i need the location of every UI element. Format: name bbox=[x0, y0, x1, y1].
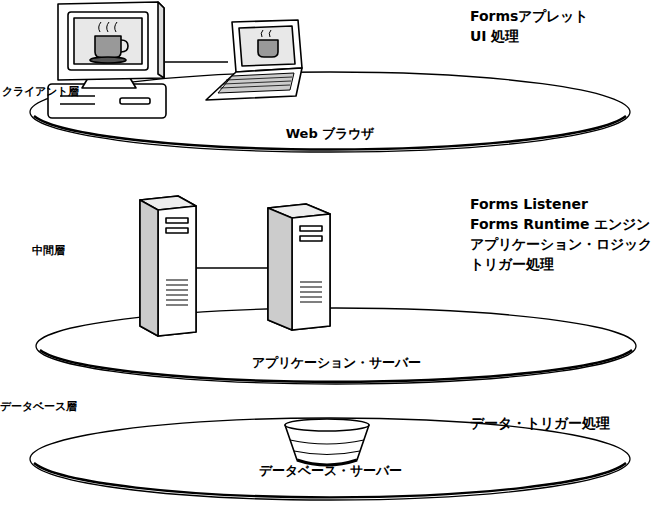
tier-label: クライアント層 bbox=[2, 84, 79, 99]
server-tower bbox=[268, 204, 330, 330]
database-symbol bbox=[285, 419, 369, 465]
component-label: データ・トリガー処理 bbox=[470, 415, 610, 433]
network-line bbox=[165, 61, 228, 63]
component-label: Forms Runtime エンジン bbox=[470, 216, 650, 234]
component-label: Forms Listener bbox=[470, 196, 588, 212]
component-label: UI 処理 bbox=[470, 28, 519, 46]
component-label: Formsアプレット bbox=[470, 8, 588, 26]
component-label: トリガー処理 bbox=[470, 256, 554, 274]
platform-outline bbox=[36, 308, 636, 384]
tier-platform: アプリケーション・サーバー bbox=[34, 306, 638, 386]
platform-label: アプリケーション・サーバー bbox=[34, 354, 638, 372]
tier-label: データベース層 bbox=[0, 399, 77, 414]
component-label: アプリケーション・ロジック bbox=[470, 236, 652, 254]
server-tower bbox=[140, 196, 196, 336]
desktop-computer bbox=[48, 2, 166, 118]
tier-label: 中間層 bbox=[32, 243, 65, 258]
laptop-computer bbox=[206, 20, 302, 100]
platform-ellipse bbox=[34, 306, 638, 386]
network-line bbox=[195, 267, 268, 269]
platform-label: Web ブラウザ bbox=[28, 125, 632, 143]
